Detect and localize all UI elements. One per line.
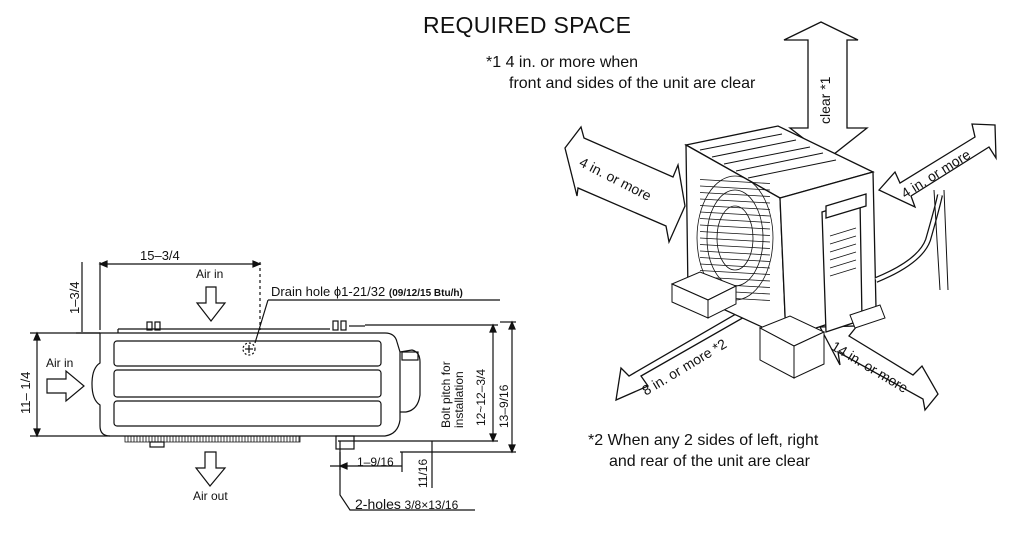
air-in-left-label: Air in: [46, 356, 74, 370]
air-in-left-arrow: [46, 369, 85, 403]
foot-block-left: [670, 271, 738, 319]
dim-height-line: [30, 331, 110, 438]
drain-hole-models: (09/12/15 Btu/h): [388, 288, 463, 299]
mounting-stud-right: [332, 320, 365, 331]
drain-hole-marker: [242, 342, 256, 356]
front-panel-top: [113, 340, 382, 367]
note-2-line-1: *2 When any 2 sides of left, right: [588, 432, 819, 449]
holes-count: 2-holes: [355, 496, 401, 512]
foot-right: [335, 435, 355, 450]
side-coupling: [399, 349, 421, 413]
holes-label: 2-holes 3/8×13/16: [355, 496, 458, 512]
drain-pipe: [933, 189, 949, 291]
holes-size: 3/8×13/16: [404, 498, 459, 512]
foot-block-right: [758, 315, 826, 379]
clearance-arrow-front-right: [818, 325, 939, 412]
dim-width-label: 15–3/4: [140, 248, 180, 263]
air-out-label: Air out: [193, 489, 228, 503]
front-panel-middle: [113, 369, 382, 398]
drain-hole-label: Drain hole ϕ1-21/32 (09/12/15 Btu/h): [271, 284, 463, 299]
dim-bolt-pitch-line: [338, 320, 516, 454]
holes-leader: [339, 452, 475, 511]
drain-leader: [254, 299, 269, 344]
note-2-line-2: and rear of the unit are clear: [609, 453, 811, 470]
bottom-grille: [124, 436, 301, 443]
mounting-stud-left: [146, 321, 161, 331]
note-1-line-2: front and sides of the unit are clear: [509, 75, 756, 92]
air-in-top-arrow: [195, 286, 227, 322]
air-in-top-label: Air in: [196, 267, 224, 281]
clearance-arrow-right: [877, 123, 997, 209]
service-panel: [821, 199, 863, 333]
drain-hole-text: Drain hole ϕ1-21/32: [271, 284, 386, 299]
front-panel-bottom: [113, 400, 382, 427]
dim-hole-offset-label: 1–9/16: [357, 455, 394, 469]
unit-body-outline: [91, 332, 401, 437]
foot-block-back: [849, 304, 886, 329]
foot-left: [149, 441, 165, 448]
note-1-line-1: *1 4 in. or more when: [486, 54, 639, 71]
dim-width-line: [98, 260, 262, 330]
air-out-arrow: [194, 451, 227, 487]
clearance-arrow-left: [564, 125, 686, 245]
clearance-label-top: clear *1: [817, 76, 833, 124]
page-title: REQUIRED SPACE: [423, 12, 632, 38]
outdoor-unit: [670, 125, 949, 379]
